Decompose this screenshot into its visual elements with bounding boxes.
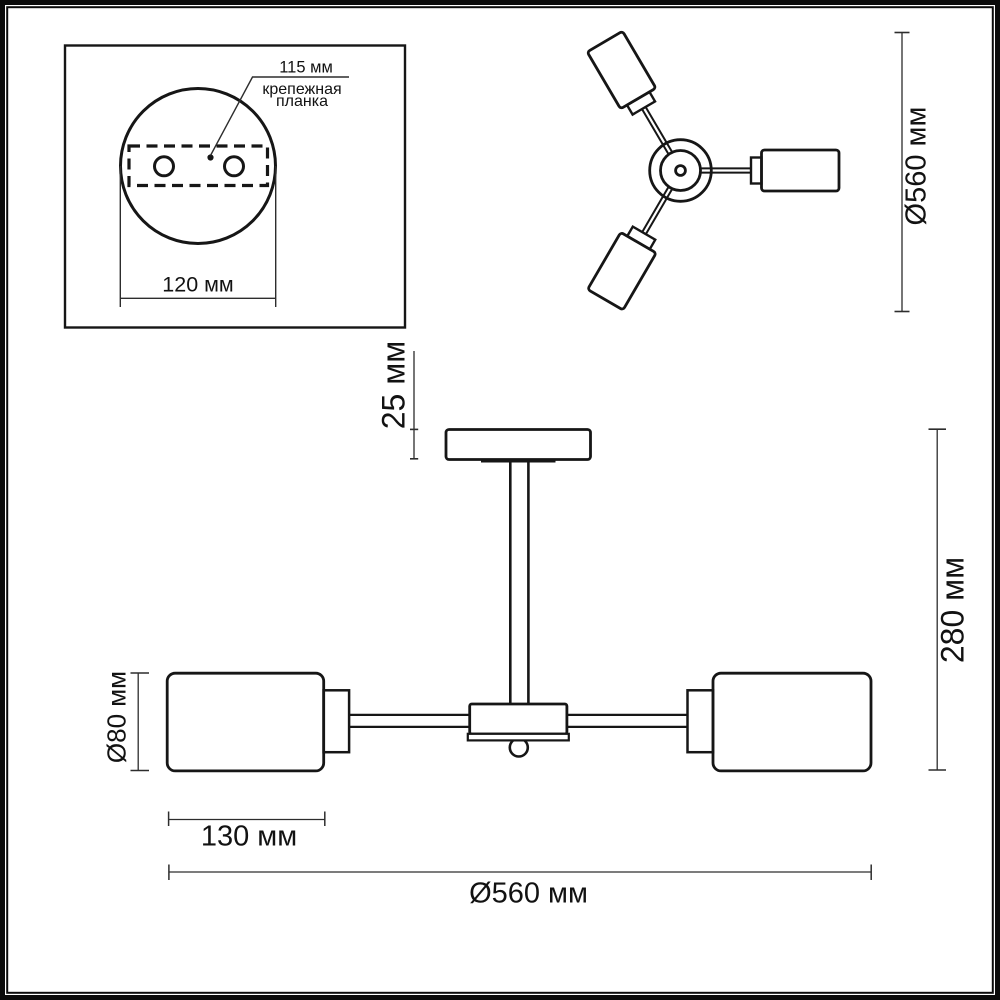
top-view <box>586 30 841 311</box>
inner-frame <box>6 6 994 994</box>
plate-width-label: 120 мм <box>162 272 234 297</box>
leader-dot <box>207 154 214 161</box>
shade-upper-left-top-view <box>586 30 657 110</box>
plate-width-dimension <box>119 166 277 307</box>
front-arm-left <box>349 713 470 729</box>
ceiling-plate-circle <box>119 87 277 245</box>
hub-outer-circle <box>648 138 713 203</box>
mount-detail-view <box>63 44 407 329</box>
bracket-label-line1: крепежная <box>262 80 342 98</box>
shade-length-label: 130 мм <box>200 820 298 852</box>
center-body-plate <box>466 732 570 742</box>
front-arm-right <box>566 713 688 729</box>
shade-right-top-view <box>760 148 841 193</box>
bracket-hole-left <box>153 155 175 178</box>
front-socket-left <box>322 689 351 754</box>
socket-right <box>749 156 763 185</box>
leader-line <box>209 76 349 156</box>
shade-diameter-label: Ø80 мм <box>101 670 131 763</box>
ceiling-canopy <box>444 428 592 461</box>
shade-length-dimension <box>167 811 326 826</box>
hole-offset-label: 115 мм <box>279 58 333 77</box>
front-view <box>165 428 873 773</box>
hub-center-hole <box>674 164 687 177</box>
overall-width-dimension <box>168 864 872 880</box>
shade-diameter-dimension <box>130 672 149 772</box>
overall-width-label: Ø560 мм <box>469 877 588 909</box>
detail-box <box>63 44 407 329</box>
top-view-arm-lower-left <box>587 185 674 311</box>
overall-height-label: 280 мм <box>934 556 971 664</box>
shade-lower-left-top-view <box>587 232 657 311</box>
top-view-diameter-dimension <box>894 31 910 313</box>
top-view-arm-right <box>699 148 841 193</box>
top-view-arm-upper-left <box>586 30 674 156</box>
front-shade-left <box>165 671 326 773</box>
front-shade-right <box>711 671 873 773</box>
hub-inner-circle <box>659 149 702 192</box>
overall-height-dimension <box>928 428 946 771</box>
center-body <box>468 702 569 736</box>
mounting-bracket-dashed-rect <box>127 144 270 188</box>
bracket-hole-right <box>223 155 245 178</box>
bracket-label-line2: планка <box>276 93 328 111</box>
canopy-height-dimension <box>410 351 419 460</box>
top-view-diameter-label: Ø560 мм <box>900 106 933 226</box>
front-socket-right <box>686 689 715 754</box>
canopy-height-label: 25 мм <box>375 340 412 430</box>
bracket-label: крепежная планка <box>262 80 342 111</box>
